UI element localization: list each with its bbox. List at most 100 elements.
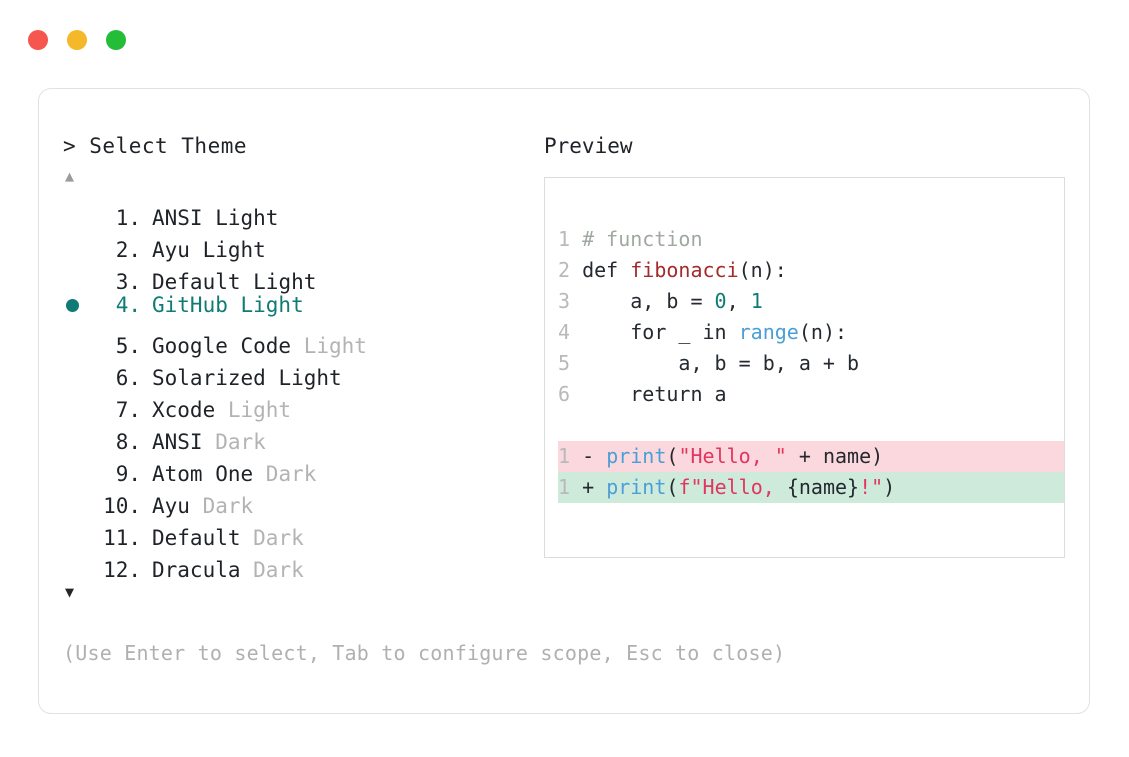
theme-list-item[interactable]: 12. Dracula Dark (63, 545, 533, 582)
code-token: 1 (750, 289, 763, 313)
theme-item-variant: Dark (202, 430, 266, 454)
theme-item-number: 9. (115, 462, 141, 486)
theme-item-variant: Dark (253, 462, 317, 486)
scroll-down-icon[interactable]: ▼ (65, 583, 75, 601)
theme-list-item[interactable]: 5.Google Code Light (63, 321, 533, 358)
scroll-up-icon[interactable]: ▲ (65, 167, 75, 185)
theme-item-name: Xcode (152, 398, 216, 422)
code-token: def (582, 258, 631, 282)
theme-list-item[interactable]: 8. ANSI Dark (63, 417, 533, 454)
page-title: > Select Theme (63, 134, 248, 158)
theme-item-name: Default (152, 526, 241, 550)
theme-item-number: 6. (115, 366, 141, 390)
selected-bullet-icon (66, 299, 79, 312)
line-number: 2 (558, 258, 583, 282)
line-number: 1 (558, 444, 583, 468)
code-token: # function (582, 227, 703, 251)
theme-item-variant: Light (265, 366, 342, 390)
code-token: + name) (786, 444, 884, 468)
preview-title: Preview (544, 134, 633, 158)
code-token: a, b = (582, 289, 715, 313)
line-number: 1 (558, 227, 583, 251)
selection-bullet-cell (63, 513, 93, 545)
diff-marker: - (582, 444, 607, 468)
line-number: 5 (558, 351, 583, 375)
theme-item-number: 1. (115, 206, 141, 230)
diff-line-delete: 1 - print("Hello, " + name) (558, 441, 1064, 472)
theme-item-label: GitHub Light (152, 289, 304, 321)
code-line: 6 return a (558, 379, 1064, 410)
selection-bullet-cell (63, 321, 93, 353)
theme-list-item[interactable]: 1.ANSI Light (63, 193, 533, 230)
theme-item-variant: Light (189, 238, 266, 262)
code-line: 2 def fibonacci(n): (558, 255, 1064, 286)
theme-item-label: Ayu Light (152, 234, 266, 266)
code-token: return a (582, 382, 727, 406)
theme-item-label: Default Light (152, 266, 316, 298)
line-number: 1 (558, 475, 583, 499)
theme-item-variant: Dark (240, 558, 304, 582)
theme-item-label: Xcode Light (152, 394, 291, 426)
selection-bullet-cell (63, 225, 93, 257)
theme-item-variant: Light (202, 206, 279, 230)
code-token: (n): (738, 258, 787, 282)
code-token: ( (666, 444, 679, 468)
keyboard-hint: (Use Enter to select, Tab to configure s… (63, 641, 786, 665)
close-button[interactable] (28, 30, 48, 50)
theme-item-name: GitHub (152, 293, 228, 317)
theme-list-item[interactable]: 4.GitHub Light (63, 289, 533, 321)
theme-item-name: Ayu (152, 238, 190, 262)
selection-bullet-cell (63, 385, 93, 417)
theme-list-item[interactable]: 7.Xcode Light (63, 385, 533, 422)
theme-list-item[interactable]: 11.Default Dark (63, 513, 533, 550)
theme-item-variant: Dark (240, 526, 304, 550)
theme-list-item[interactable]: 3.Default Light (63, 257, 533, 294)
theme-item-label: Atom One Dark (152, 458, 316, 490)
theme-item-label: Dracula Dark (152, 554, 304, 586)
selection-bullet-cell (63, 257, 93, 289)
code-token: !" (859, 475, 884, 499)
selection-bullet-cell (63, 417, 93, 449)
code-token: f"Hello, (678, 475, 787, 499)
diff-line-add: 1 + print(f"Hello, {name}!") (558, 472, 1064, 503)
code-token: ( (666, 475, 679, 499)
selection-bullet-cell (63, 481, 93, 513)
code-token: 0 (714, 289, 727, 313)
diff-marker: + (582, 475, 607, 499)
code-token: range (738, 320, 799, 344)
theme-list-item[interactable]: 10.Ayu Dark (63, 481, 533, 518)
code-line: 1 # function (558, 224, 1064, 255)
theme-list-item[interactable]: 6.Solarized Light (63, 353, 533, 390)
line-number: 6 (558, 382, 583, 406)
code-line: 3 a, b = 0, 1 (558, 286, 1064, 317)
selection-bullet-cell (63, 193, 93, 225)
theme-item-label: Ayu Dark (152, 490, 253, 522)
code-token: "Hello, " (678, 444, 787, 468)
theme-item-label: ANSI Light (152, 202, 278, 234)
theme-item-name: ANSI (152, 430, 203, 454)
theme-item-number: 12. (103, 558, 141, 582)
line-number: 4 (558, 320, 583, 344)
code-spacer (558, 410, 1064, 441)
theme-list-item[interactable]: 2.Ayu Light (63, 225, 533, 262)
theme-item-label: Solarized Light (152, 362, 342, 394)
code-line: 4 for _ in range(n): (558, 317, 1064, 348)
selection-bullet-cell (63, 545, 93, 577)
minimize-button[interactable] (67, 30, 87, 50)
code-token: print (606, 475, 667, 499)
theme-list-item[interactable]: 9.Atom One Dark (63, 449, 533, 486)
theme-item-number: 5. (115, 334, 141, 358)
theme-item-variant: Light (215, 398, 292, 422)
theme-item-number: 8. (115, 430, 141, 454)
selection-bullet-cell (63, 353, 93, 385)
theme-item-label: ANSI Dark (152, 426, 266, 458)
window-traffic-lights (28, 30, 126, 50)
theme-item-name: Dracula (152, 558, 241, 582)
maximize-button[interactable] (106, 30, 126, 50)
code-token: a, b = b, a + b (582, 351, 860, 375)
